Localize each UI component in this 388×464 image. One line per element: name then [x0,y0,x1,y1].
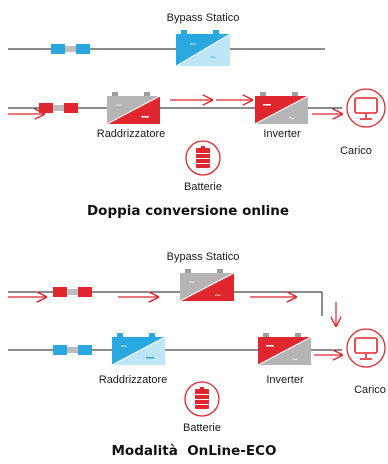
rectifier-label: Raddrizzatore [99,374,167,386]
rectifier-icon: ~ [111,333,166,366]
svg-text:~: ~ [291,355,299,365]
battery-label: Batterie [183,422,221,434]
static-bypass-icon: ~ ~ [179,269,235,302]
input-switch-icon [39,103,78,113]
input-switch-icon [53,345,92,355]
inverter-label: Inverter [266,374,304,386]
svg-text:~: ~ [214,291,222,301]
inverter-label: Inverter [263,128,301,140]
svg-text:~: ~ [189,40,197,50]
load-monitor-icon [346,328,386,368]
load-label: Carico [340,145,372,157]
svg-text:~: ~ [188,278,196,288]
panel-title: Doppia conversione online [87,203,289,219]
bypass-switch-icon [53,287,92,297]
panel-double-conversion: ~ ~ Bypass Statico ~ ~ [8,12,386,219]
battery-label: Batterie [184,181,222,193]
rectifier-icon: ~ [106,92,161,125]
bypass-switch-icon [51,44,90,54]
rectifier-label: Raddrizzatore [97,128,165,140]
panel-online-eco: ~ ~ Bypass Statico ~ [8,251,386,459]
inverter-icon: ~ [254,92,309,125]
load-label: Carico [354,384,386,396]
static-bypass-icon: ~ ~ [175,30,231,67]
svg-text:~: ~ [120,342,128,352]
svg-text:~: ~ [209,53,217,63]
panel-title: Modalità OnLine-ECO [112,443,277,459]
inverter-icon: ~ [257,333,312,366]
load-monitor-icon [346,88,386,128]
battery-icon [184,381,220,417]
bypass-label: Bypass Statico [167,251,240,263]
svg-text:~: ~ [115,101,123,111]
svg-text:~: ~ [288,114,296,124]
battery-icon [185,140,221,176]
bypass-label: Bypass Statico [167,12,240,24]
